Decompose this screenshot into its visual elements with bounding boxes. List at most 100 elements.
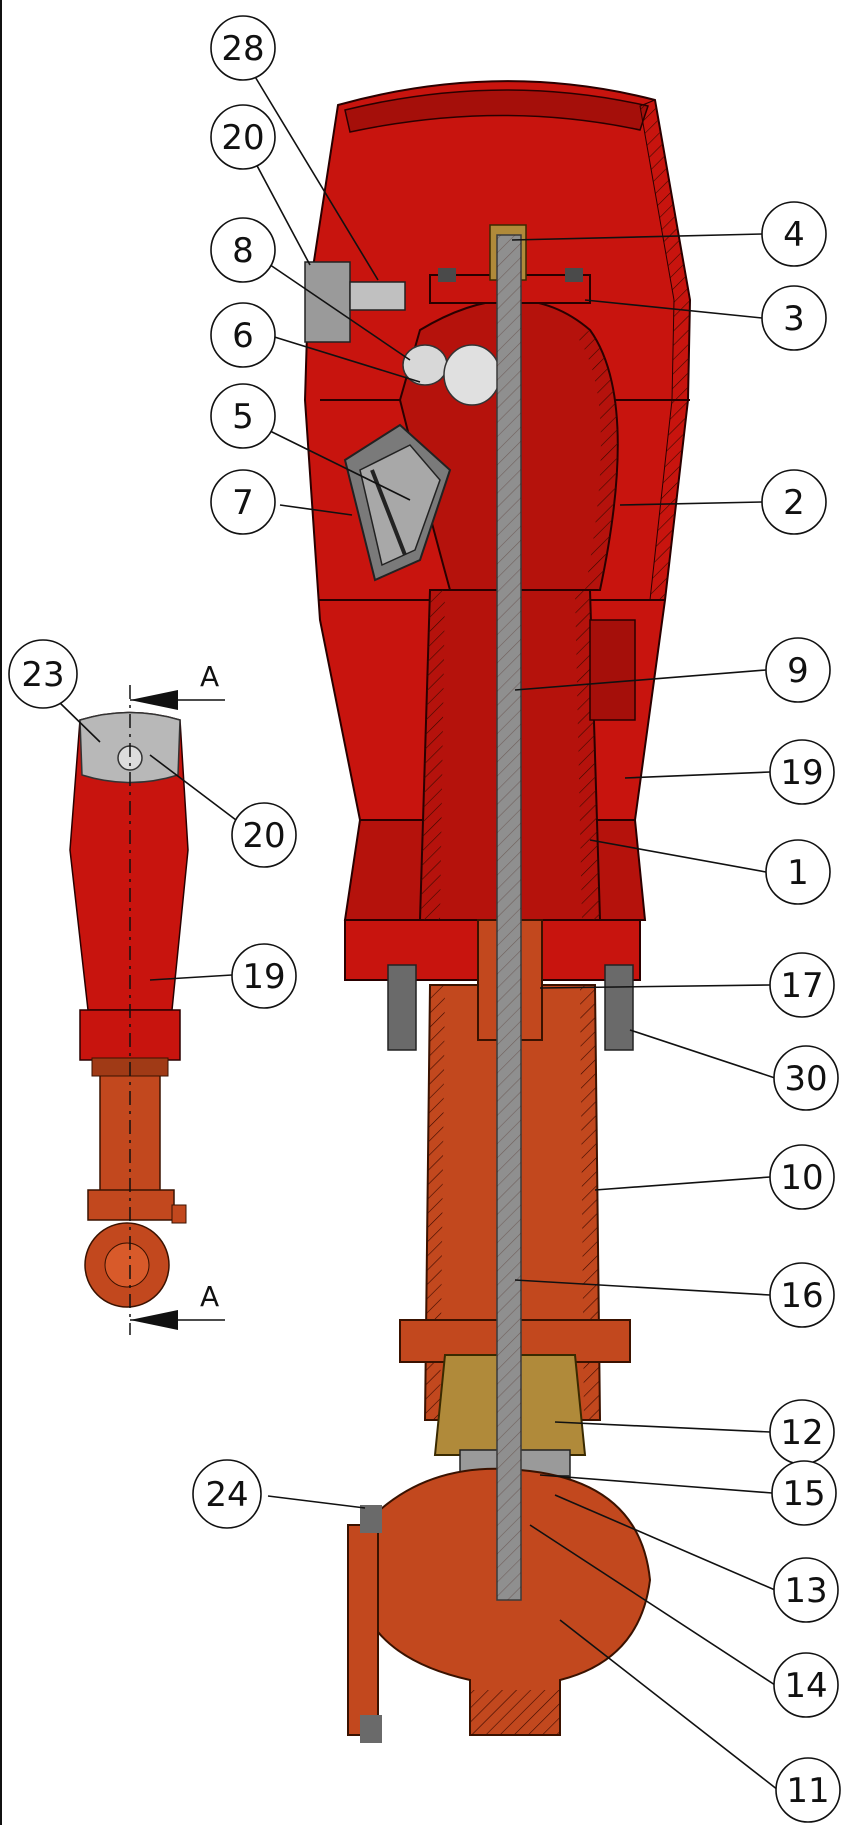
leader-30	[629, 1029, 776, 1079]
section-label-top: A	[200, 660, 219, 693]
svg-text:19: 19	[242, 957, 285, 997]
balloon-15: 15	[771, 1460, 837, 1526]
leader-2	[619, 501, 763, 506]
side-bracket	[589, 619, 636, 721]
svg-text:10: 10	[780, 1158, 823, 1198]
balloon-3: 3	[761, 285, 827, 351]
balloon-30: 30	[773, 1045, 839, 1111]
leader-17	[539, 984, 771, 989]
outlet-coupling	[359, 444, 441, 567]
section-label-bottom: A	[200, 1280, 219, 1313]
cap-nut-housing	[304, 261, 351, 343]
svg-text:15: 15	[782, 1474, 825, 1514]
balloon-20-top: 20	[210, 104, 276, 170]
operating-stem-hatch	[497, 235, 521, 1600]
balloon-12: 12	[769, 1399, 835, 1465]
svg-text:24: 24	[205, 1475, 248, 1515]
balloon-2: 2	[761, 469, 827, 535]
leader-4	[511, 233, 763, 241]
leader-7	[279, 504, 353, 516]
elbow-wall	[578, 330, 618, 590]
svg-text:9: 9	[787, 651, 809, 691]
leader-20a	[253, 159, 311, 266]
leader-6	[267, 334, 421, 383]
leader-23	[59, 702, 101, 743]
bonnet-bolt-left	[438, 268, 456, 282]
balloon-14: 14	[773, 1652, 839, 1718]
barrel-wall-right	[580, 985, 600, 1420]
leader-28	[253, 74, 379, 281]
balloon-28: 28	[210, 15, 276, 81]
balloon-16: 16	[769, 1262, 835, 1328]
balloon-9: 9	[765, 637, 831, 703]
balloon-5: 5	[210, 383, 276, 449]
main-section-view	[303, 80, 692, 1743]
inner-body-wall-left	[420, 590, 445, 920]
balloon-4: 4	[761, 201, 827, 267]
svg-text:28: 28	[221, 29, 264, 69]
leader-3	[584, 299, 763, 319]
svg-text:6: 6	[232, 316, 254, 356]
side-shoe-inlet	[104, 1242, 150, 1288]
balloon-10: 10	[769, 1144, 835, 1210]
svg-text:8: 8	[232, 231, 254, 271]
svg-text:14: 14	[784, 1666, 827, 1706]
shoe-inlet-flange	[347, 1524, 379, 1736]
side-view: A A	[69, 660, 225, 1335]
leader-14	[529, 1524, 776, 1686]
coupling-bolt-right	[604, 964, 634, 1051]
balloon-19-side: 19	[231, 943, 297, 1009]
drain-valve-seat	[443, 344, 501, 406]
leader-19a	[624, 771, 771, 779]
leader-9	[514, 669, 767, 691]
barrel-wall-left	[425, 985, 445, 1420]
leader-13	[554, 1494, 776, 1591]
leader-24	[267, 1495, 366, 1509]
svg-text:30: 30	[784, 1059, 827, 1099]
balloon-7: 7	[210, 469, 276, 535]
svg-text:12: 12	[780, 1413, 823, 1453]
flange-bolt-top	[360, 1505, 382, 1533]
svg-text:11: 11	[786, 1771, 829, 1811]
balloon-20-side: 20	[231, 802, 297, 868]
leader-5	[267, 429, 411, 501]
leader-8	[259, 257, 411, 361]
cap-screw	[349, 281, 406, 311]
leader-lines	[59, 74, 779, 1791]
leader-10	[594, 1176, 771, 1191]
balloon-8: 8	[210, 217, 276, 283]
balloon-1: 1	[765, 839, 831, 905]
side-drain-nub	[171, 1204, 187, 1224]
svg-text:20: 20	[242, 816, 285, 856]
svg-text:4: 4	[783, 215, 805, 255]
svg-text:17: 17	[780, 966, 823, 1006]
leader-1	[589, 839, 767, 873]
svg-text:23: 23	[21, 655, 64, 695]
svg-text:7: 7	[232, 483, 254, 523]
svg-text:3: 3	[783, 299, 805, 339]
shoe-elbow	[359, 1467, 652, 1736]
side-mid-flange	[87, 1189, 175, 1221]
svg-text:19: 19	[780, 753, 823, 793]
balloon-24: 24	[192, 1459, 262, 1529]
leader-15	[539, 1474, 773, 1494]
section-arrow-bottom-head	[130, 1310, 178, 1330]
cover-cap	[344, 89, 649, 133]
leader-20b	[149, 754, 237, 821]
leader-11	[559, 1619, 779, 1791]
inner-body-wall-right	[575, 590, 600, 920]
balloon-13: 13	[773, 1557, 839, 1623]
balloon-19-main: 19	[769, 739, 835, 805]
coupling-bolt-left	[387, 964, 417, 1051]
section-arrow-top-head	[130, 690, 178, 710]
balloon-11: 11	[775, 1757, 841, 1823]
shoe-base-hatch	[470, 1690, 560, 1735]
balloon-6: 6	[210, 302, 276, 368]
svg-text:20: 20	[221, 118, 264, 158]
balloon-17: 17	[769, 952, 835, 1018]
svg-text:2: 2	[783, 483, 805, 523]
svg-text:5: 5	[232, 397, 254, 437]
leader-12	[554, 1421, 771, 1433]
svg-text:13: 13	[784, 1571, 827, 1611]
